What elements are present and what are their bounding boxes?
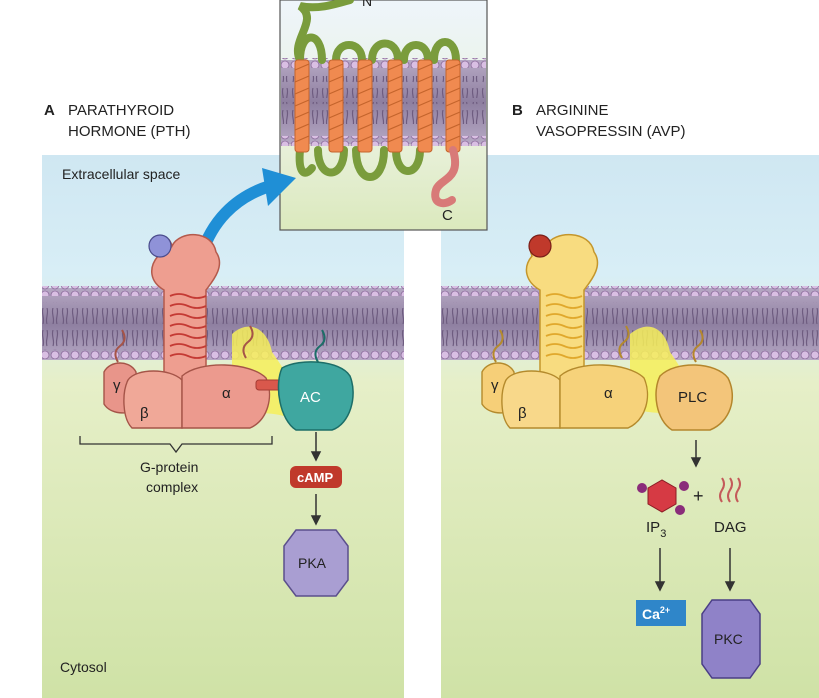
panel-a-letter: A [44, 102, 55, 119]
calcium-badge [636, 600, 686, 626]
gamma-label-b: γ [491, 377, 499, 394]
pkc-label: PKC [714, 631, 743, 647]
receptor-inset: N C [279, 0, 488, 231]
dag-label: DAG [714, 519, 747, 536]
arrows-b [654, 440, 736, 592]
pth-ligand [148, 234, 172, 258]
panel-a-title-line1: PARATHYROID [68, 102, 175, 119]
g-protein-label-line1: G-protein [140, 459, 199, 475]
plus-sign: + [693, 486, 704, 506]
panel-b-title-line1: ARGININE [536, 102, 609, 119]
g-protein-brace [79, 436, 273, 454]
membrane-a [42, 286, 404, 360]
panel-b-title-line2: VASOPRESSIN (AVP) [536, 123, 686, 140]
arrows-a [310, 432, 322, 526]
avp-ligand [528, 234, 552, 258]
extracellular-label: Extracellular space [62, 166, 181, 182]
beta-label-a: β [140, 405, 149, 422]
alpha-label-b: α [604, 385, 613, 402]
phospholipase-c [655, 329, 733, 431]
avp-receptor [481, 233, 690, 429]
plc-label: PLC [678, 389, 707, 406]
pka-shape [283, 529, 349, 597]
panel-a-title-line2: HORMONE (PTH) [68, 123, 191, 140]
pka-label: PKA [298, 555, 327, 571]
dag-molecule [719, 477, 741, 503]
panel-b-letter: B [512, 102, 523, 119]
ip3-label: IP3 [646, 519, 666, 540]
ac-label: AC [300, 389, 321, 406]
pth-receptor [103, 233, 294, 429]
inset-n-label: N [362, 0, 372, 9]
g-protein-label-line2: complex [146, 479, 199, 495]
pkc-shape [701, 599, 761, 679]
gamma-label-a: γ [113, 377, 121, 394]
cytosol-label: Cytosol [60, 659, 107, 675]
calcium-label: Ca2+ [642, 605, 670, 622]
camp-label: cAMP [297, 470, 333, 485]
camp-badge [290, 466, 342, 488]
adenylyl-cyclase [277, 329, 354, 431]
inset-c-label: C [442, 207, 453, 224]
ip3-molecule [637, 479, 689, 515]
beta-label-b: β [518, 405, 527, 422]
alpha-label-a: α [222, 385, 231, 402]
